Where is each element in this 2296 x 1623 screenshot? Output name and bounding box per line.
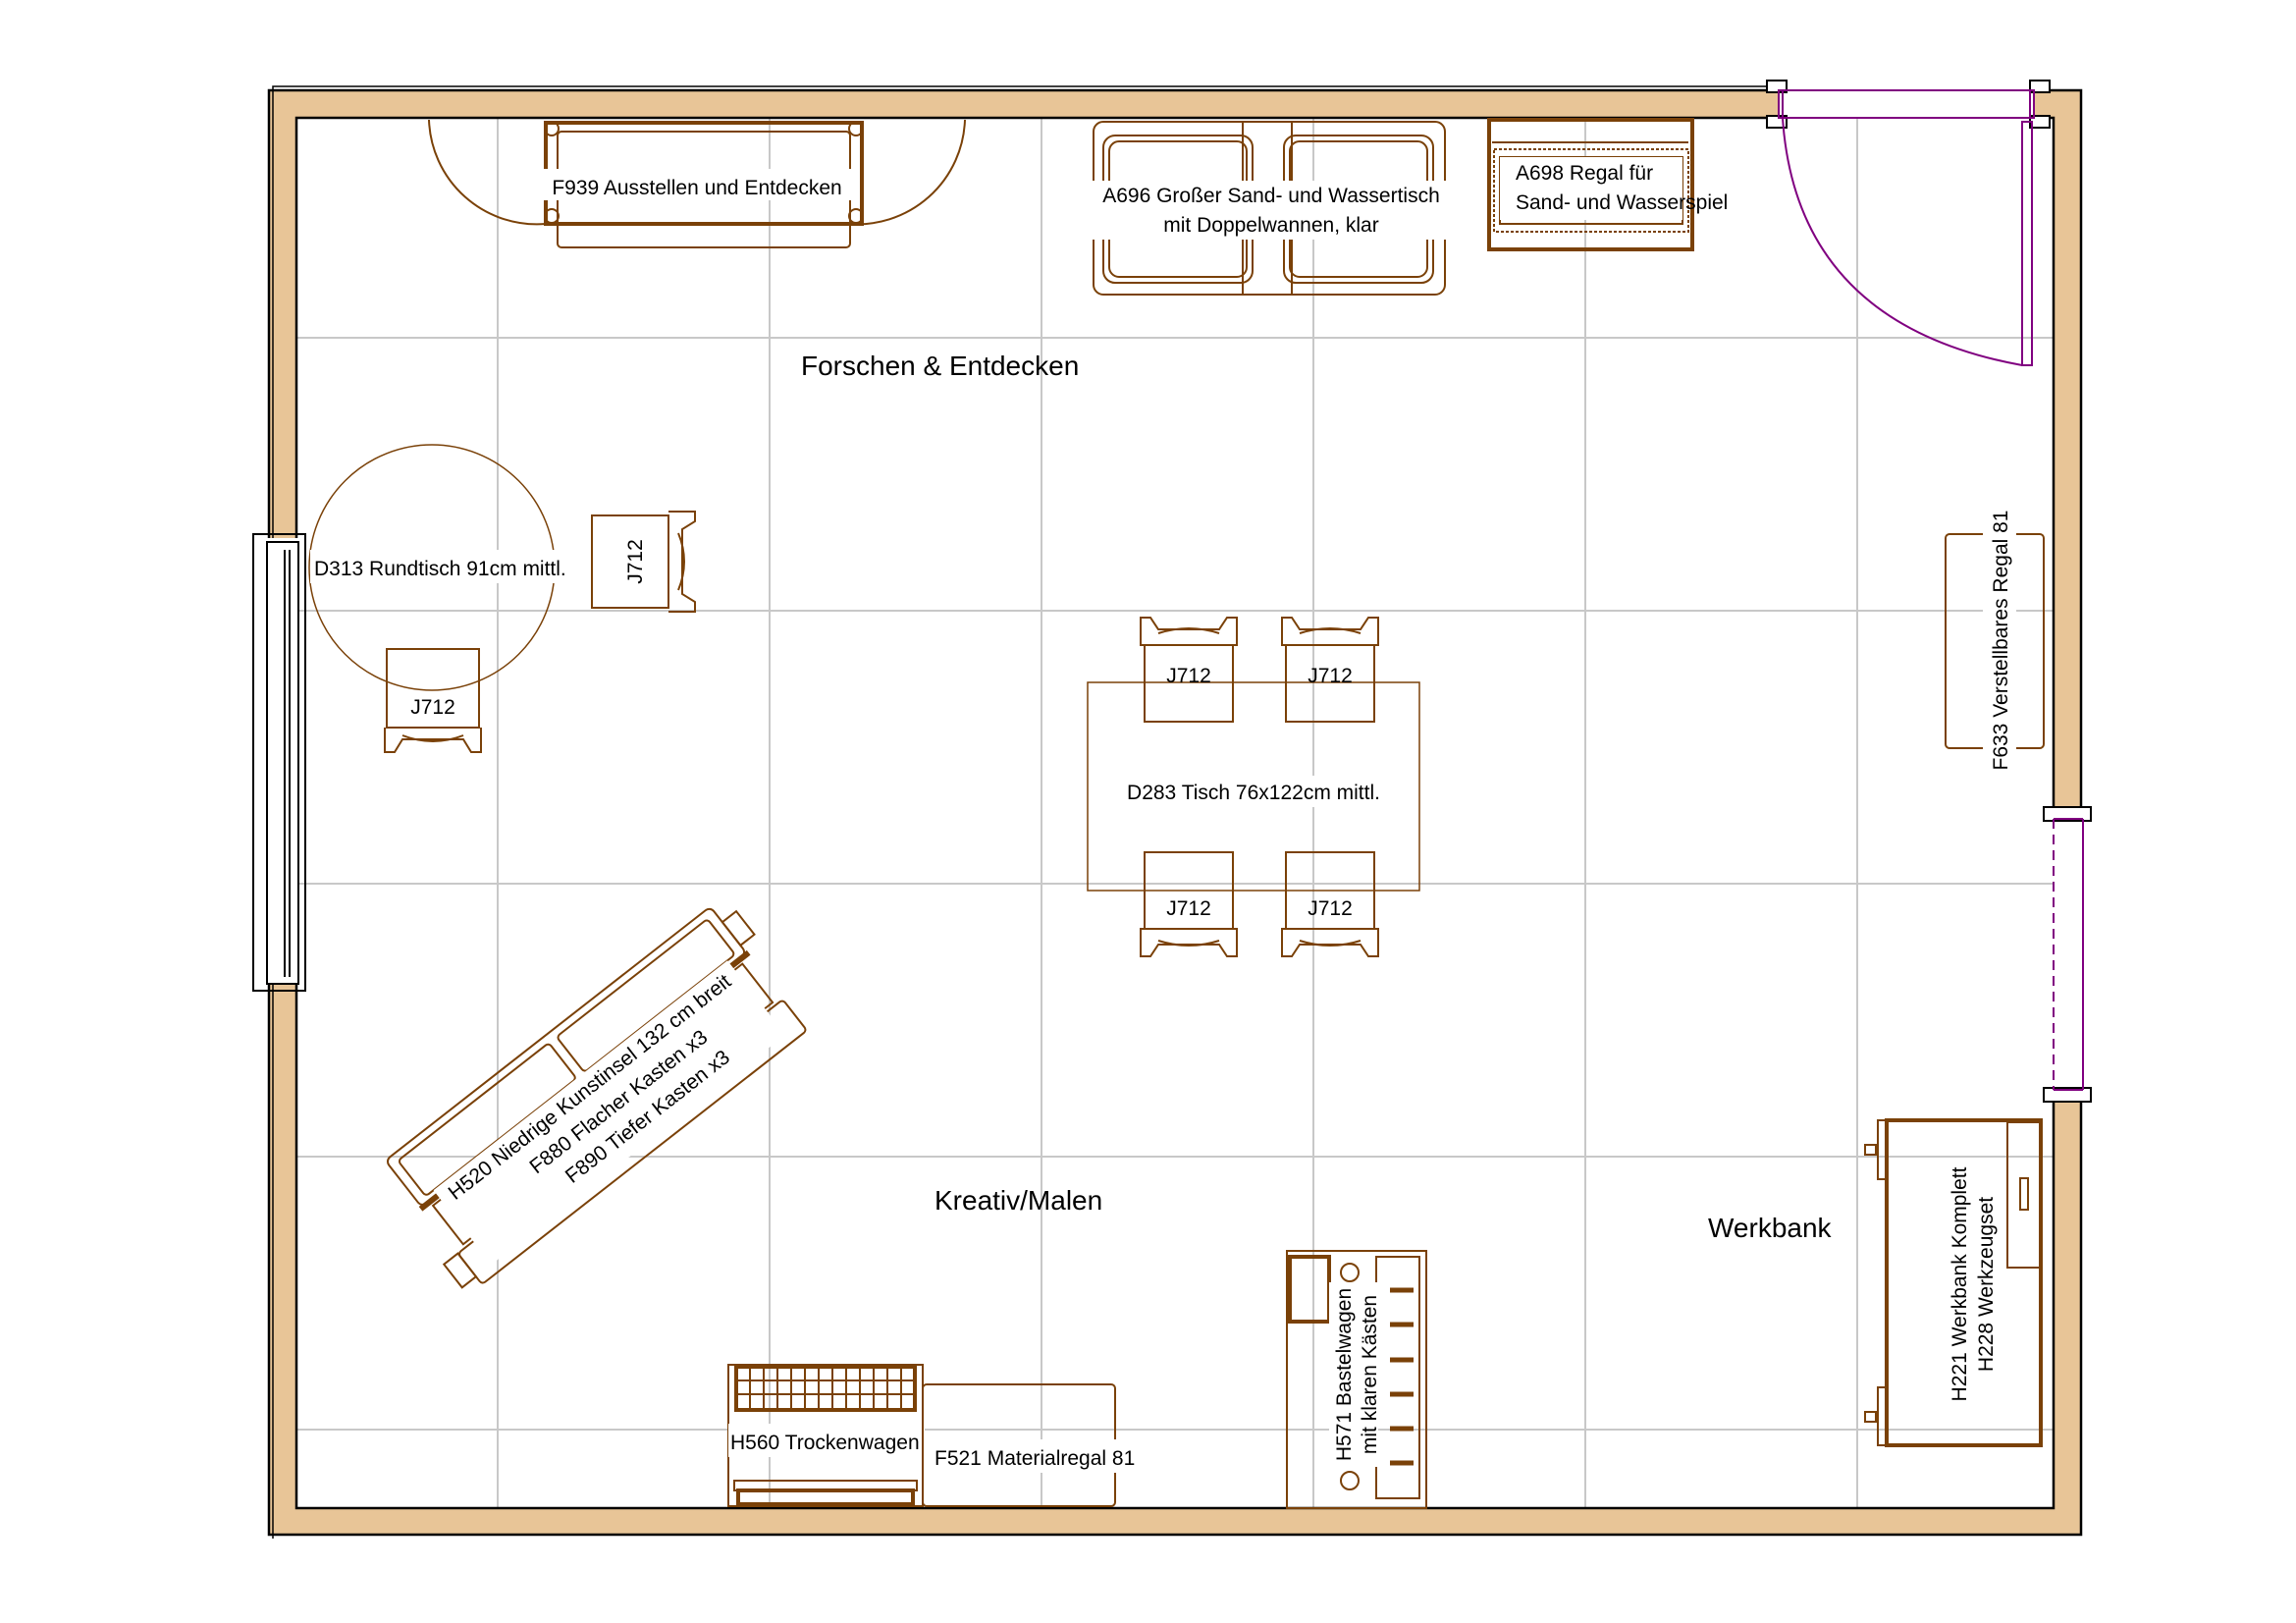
d313-label: D313 Rundtisch 91cm mittl. [314, 558, 566, 580]
a698-sand-water-shelf[interactable]: A698 Regal für Sand- und Wasserspiel [1487, 118, 1728, 251]
chair-label: J712 [1166, 665, 1211, 687]
zone-label-kreativ: Kreativ/Malen [934, 1185, 1102, 1216]
f939-label: F939 Ausstellen und Entdecken [552, 177, 841, 199]
chair-label: J712 [1166, 897, 1211, 920]
grid [296, 118, 2054, 1508]
a698-label-line2: Sand- und Wasserspiel [1516, 191, 1728, 214]
h571-label-line1: H571 Bastelwagen [1333, 1288, 1356, 1461]
chair-j712[interactable]: J712 [1140, 617, 1238, 723]
f521-material-shelf[interactable]: F521 Materialregal 81 [922, 1383, 1148, 1507]
d283-rect-table[interactable]: D283 Tisch 76x122cm mittl. [1087, 681, 1420, 892]
h560-drying-rack[interactable]: H560 Trockenwagen [727, 1364, 925, 1507]
d283-label: D283 Tisch 76x122cm mittl. [1127, 782, 1380, 804]
h520-art-island[interactable]: H520 Niedrige Kunstinsel 132 cm breit F8… [371, 895, 821, 1295]
h571-label-line2: mit klaren Kästen [1359, 1295, 1381, 1454]
walls [252, 80, 2092, 1539]
window-left [252, 533, 306, 992]
a696-label-line1: A696 Großer Sand- und Wassertisch [1102, 185, 1440, 207]
h221-label-line2: H228 Werkzeugset [1975, 1197, 1998, 1372]
zone-label-werkbank: Werkbank [1708, 1213, 1833, 1243]
f521-label: F521 Materialregal 81 [934, 1447, 1135, 1470]
chair-label: J712 [624, 539, 647, 584]
f633-adjustable-shelf[interactable]: F633 Verstellbares Regal 81 [1945, 511, 2045, 771]
entrance-door[interactable] [1778, 89, 2035, 366]
chair-j712[interactable]: J712 [1281, 617, 1379, 723]
h560-label: H560 Trockenwagen [730, 1432, 920, 1454]
a698-label-line1: A698 Regal für [1516, 162, 1653, 185]
chair-label: J712 [1308, 665, 1353, 687]
h221-workbench[interactable]: H221 Werkbank Komplett H228 Werkzeugset [1864, 1118, 2043, 1447]
f939-display-table[interactable]: F939 Ausstellen und Entdecken [428, 119, 966, 248]
a696-label-line2: mit Doppelwannen, klar [1163, 214, 1378, 237]
d313-round-table[interactable]: D313 Rundtisch 91cm mittl. [308, 444, 622, 691]
f633-label: F633 Verstellbares Regal 81 [1990, 511, 2012, 771]
chair-j712[interactable]: J712 [591, 511, 696, 613]
chair-j712[interactable]: J712 [1281, 851, 1379, 957]
chair-label: J712 [410, 696, 455, 719]
chair-j712[interactable]: J712 [1140, 851, 1238, 957]
chair-label: J712 [1308, 897, 1353, 920]
h571-craft-cart[interactable]: H571 Bastelwagen mit klaren Kästen [1286, 1250, 1427, 1509]
side-opening[interactable] [2053, 818, 2084, 1091]
chair-j712[interactable]: J712 [384, 648, 482, 753]
zone-label-forschen: Forschen & Entdecken [801, 351, 1079, 381]
a696-sand-water-table[interactable]: A696 Großer Sand- und Wassertisch mit Do… [1090, 121, 1453, 296]
h221-label-line1: H221 Werkbank Komplett [1949, 1166, 1971, 1401]
